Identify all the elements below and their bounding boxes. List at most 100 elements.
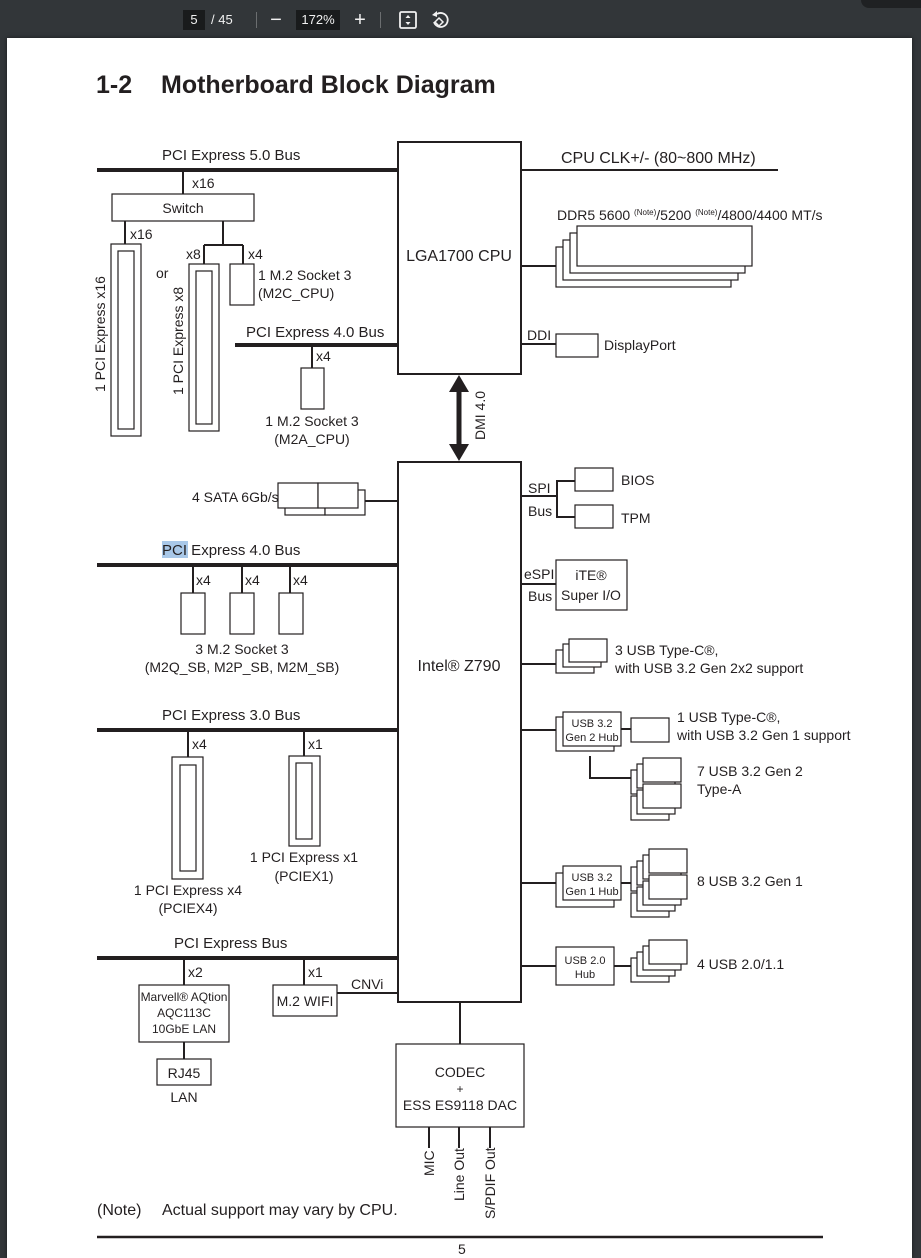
usb-c-gen1-port [630,717,670,743]
gen2-hub-label: USB 3.2 [572,718,613,730]
lan-chip-label: AQC113C [157,1006,211,1020]
m2q-sb-slot [180,592,206,635]
usb-gen2-a-label: Type-A [697,781,742,797]
pciex1-label: (PCIEX1) [274,868,333,884]
espi-label: Bus [528,588,552,604]
usb2-port [648,939,688,965]
m2-sb-label: (M2Q_SB, M2P_SB, M2M_SB) [145,659,340,675]
lan-chip-label: 10GbE LAN [152,1022,216,1036]
zoom-in-button[interactable]: + [349,8,371,32]
ddi-label: DDI [527,327,551,343]
usb-c-2x2-label: with USB 3.2 Gen 2x2 support [614,660,803,676]
switch-label: Switch [162,200,203,216]
pciex1-label: 1 PCI Express x1 [250,849,358,865]
espi-label: eSPI [524,566,554,582]
displayport-block [555,333,599,358]
pcie4-cpu-bus-label: PCI Express 4.0 Bus [246,324,384,341]
pcie-x16-slot [110,243,142,437]
pciex4-label: 1 PCI Express x4 [134,882,242,898]
pdf-toolbar: 5 / 45 − 172% + [0,0,921,38]
zoom-level-input[interactable]: 172% [296,10,340,30]
pcie4-sb-bus-label: PCI Express 4.0 Bus [162,542,300,559]
m2a-cpu-slot [300,367,325,410]
m2c-label: 1 M.2 Socket 3 [258,267,352,283]
gen1-hub-label: Gen 1 Hub [565,886,618,898]
zoom-out-button[interactable]: − [265,8,287,32]
window-corner [861,0,921,8]
note-label: (Note) [97,1202,141,1219]
section-number: 1-2 [96,71,132,99]
usb2-label: 4 USB 2.0/1.1 [697,956,784,972]
tpm-label: TPM [621,510,651,526]
super-io-label: Super I/O [561,587,621,603]
sata-port [277,482,319,509]
minus-icon: − [270,9,282,31]
lane-label: x16 [192,175,215,191]
cpu-block [397,141,522,375]
lane-label: x4 [248,246,263,262]
toolbar-divider [380,12,381,28]
pcie-x8-slot [188,263,220,432]
m2a-label: 1 M.2 Socket 3 [265,413,359,429]
lan-chip-label: Marvell® AQtion [141,990,228,1004]
spi-label: SPI [528,480,551,496]
usb-c-gen1-label: 1 USB Type-C®, [677,709,780,725]
usb2-hub-label: Hub [575,969,595,981]
usb-gen1-label: 8 USB 3.2 Gen 1 [697,873,803,889]
m2c-label: (M2C_CPU) [258,285,334,301]
wifi-block [272,984,338,1017]
usb-gen1-hub [562,865,622,901]
pcie3-bus-label: PCI Express 3.0 Bus [162,707,300,724]
dmi-label: DMI 4.0 [472,391,488,440]
lan-label: LAN [170,1089,197,1105]
pdf-page: 1-2 Motherboard Block Diagram [7,38,912,1258]
lane-label: x2 [188,964,203,980]
usb-gen2-a-label: 7 USB 3.2 Gen 2 [697,763,803,779]
lane-label: x4 [316,348,331,364]
lane-label: x4 [293,572,308,588]
chipset-label: Intel® Z790 [418,658,501,675]
usb-c-gen1-label: with USB 3.2 Gen 1 support [676,727,851,743]
m2m-sb-slot [278,592,304,635]
usb2-hub-label: USB 2.0 [565,955,606,967]
note-text: Actual support may vary by CPU. [162,1202,398,1219]
displayport-label: DisplayPort [604,337,676,353]
lane-label: x16 [130,226,153,242]
lane-label: x8 [186,246,201,262]
line-out-label: Line Out [451,1148,467,1201]
text-selection-highlight [162,541,188,558]
sata-label: 4 SATA 6Gb/s [192,489,279,505]
lane-label: x1 [308,736,323,752]
plus-icon: + [354,9,366,31]
bios-block [574,467,614,492]
m2-sb-label: 3 M.2 Socket 3 [195,641,289,657]
usb-c-2x2-port [568,638,608,663]
page-number-input[interactable]: 5 [183,10,205,30]
spi-label: Bus [528,503,552,519]
pcie-x16-slot-label: 1 PCI Express x16 [92,276,108,392]
pciex4-label: (PCIEX4) [158,900,217,916]
cpu-clk-label: CPU CLK+/- (80~800 MHz) [561,150,756,167]
usb-gen2-hub [562,711,622,747]
rotate-button[interactable] [430,10,450,30]
mic-label: MIC [421,1150,437,1176]
ddr-label: DDR5 5600 (Note)/5200 (Note)/4800/4400 M… [557,207,823,223]
or-label: or [156,265,169,281]
block-diagram: 1-2 Motherboard Block Diagram [92,71,851,1257]
rj45-label: RJ45 [168,1065,201,1081]
fit-page-button[interactable] [398,10,418,30]
lane-label: x4 [196,572,211,588]
m2p-sb-slot [229,592,255,635]
switch-block [111,193,255,222]
gen2-hub-label: Gen 2 Hub [565,732,618,744]
rj45-block [156,1058,212,1086]
pcie-x8-slot-label: 1 PCI Express x8 [170,287,186,395]
pcie-bus-label: PCI Express Bus [174,935,287,952]
pciex4-slot [171,756,204,880]
codec-label: + [456,1082,463,1096]
gen1-hub-label: USB 3.2 [572,872,613,884]
rotate-icon [432,11,449,28]
super-io-label: iTE® [575,567,607,583]
lane-label: x4 [245,572,260,588]
page-total: / 45 [211,12,233,27]
